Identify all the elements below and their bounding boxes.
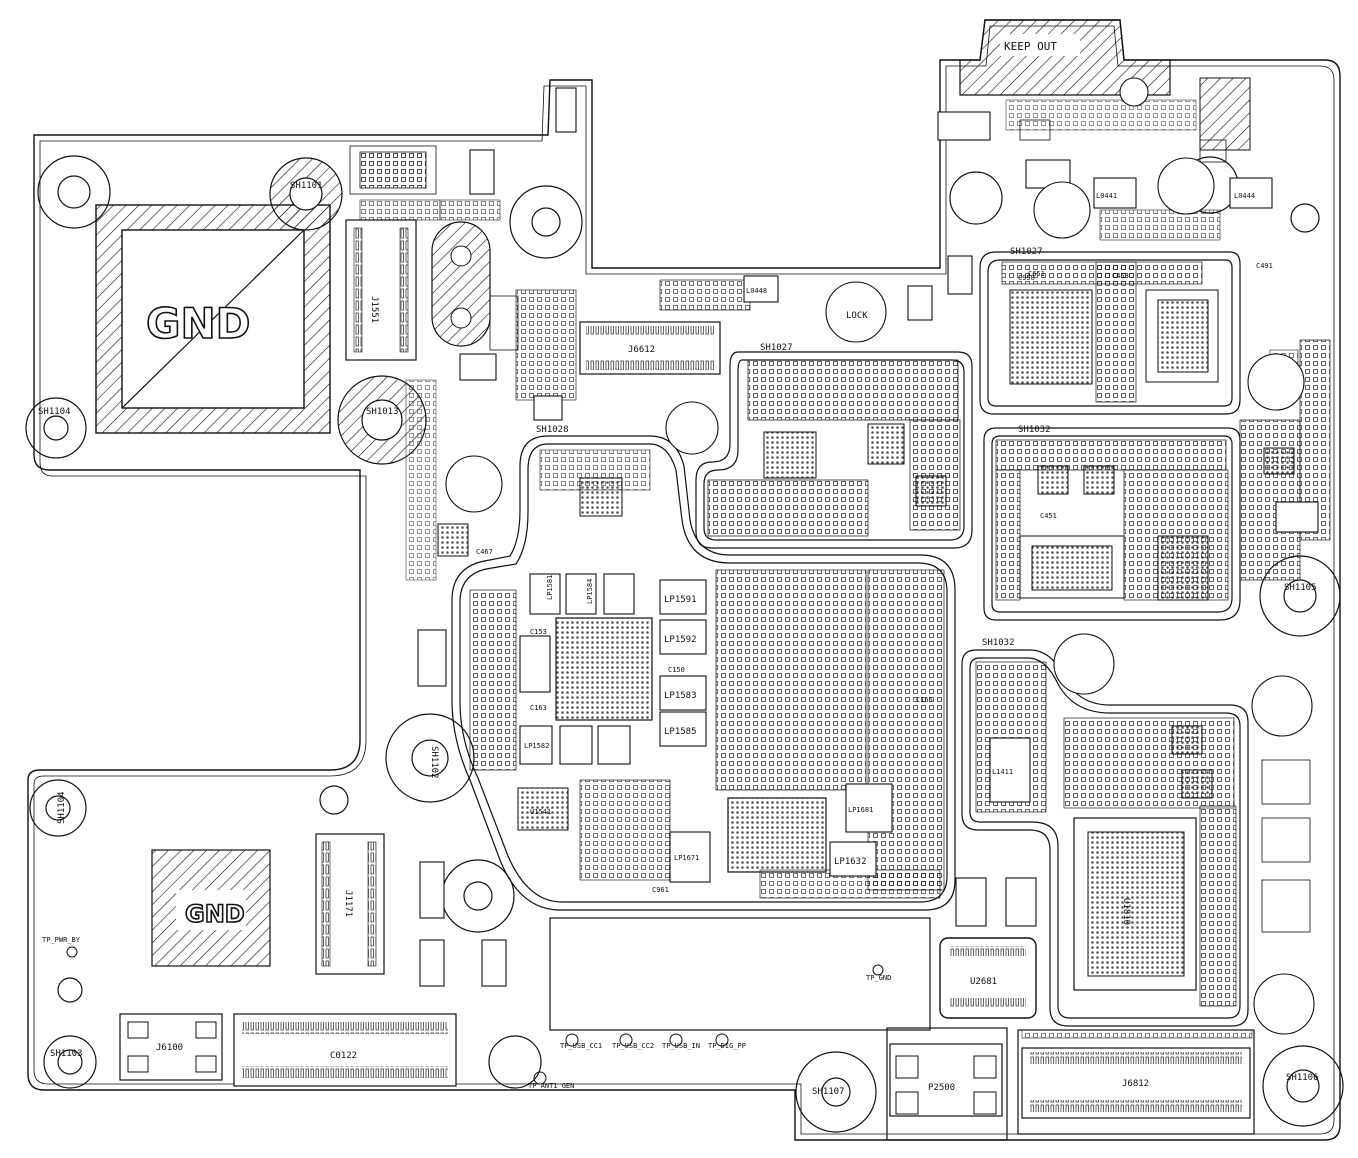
lp1591-label: LP1591 (664, 595, 697, 605)
u1810-label: U1810 (1121, 898, 1131, 925)
c451-label: C451 (1040, 512, 1057, 520)
l0448-label: L0448 (746, 287, 767, 295)
sh1104-label: SH1104 (38, 407, 71, 417)
lp1584-label: LP1584 (586, 579, 594, 604)
j1551-label: J1551 (369, 296, 379, 323)
p2500-label: P2500 (928, 1083, 955, 1093)
sh1105-label: SH1105 (1284, 583, 1317, 593)
j6100-label: J6100 (156, 1043, 183, 1053)
j1171-label: J1171 (343, 890, 353, 917)
tp-gnd-label: TP_GND (866, 974, 891, 982)
c163-label: C163 (530, 704, 547, 712)
c491-label: C491 (1256, 262, 1273, 270)
lp1585-label: LP1585 (664, 727, 697, 737)
shield-labels: SH1101 SH1102 SH1103 SH1104 SH1104 SH110… (38, 181, 1319, 1097)
lp1592-label: LP1592 (664, 635, 697, 645)
lp1671-label: LP1671 (674, 854, 699, 862)
tp-usb-in-label: TP_USB_IN (662, 1042, 700, 1050)
sh1104b-label: SH1104 (57, 791, 67, 824)
round-parts (445, 77, 1315, 1035)
l0444-label: L0444 (1234, 192, 1255, 200)
c453-label: C453 (1112, 272, 1129, 280)
sh1028-label: SH1028 (536, 425, 569, 435)
gnd-label-large: GND (146, 299, 251, 348)
lp1632-label: LP1632 (834, 857, 867, 867)
lock-label: LOCK (846, 311, 868, 321)
sh1027-label: SH1027 (1010, 247, 1043, 257)
j6612-top-label: J6612 (628, 345, 655, 355)
component-labels: LP1591 LP1592 LP1583 LP1585 LP1581 LP158… (476, 192, 1273, 925)
c961-label: C961 (652, 886, 669, 894)
tp-dig-pp-label: TP_DIG_PP (708, 1042, 746, 1050)
c0122-label: C0122 (330, 1051, 357, 1061)
keep-out-label: KEEP OUT (1004, 40, 1057, 53)
sh1013-label: SH1013 (366, 407, 399, 417)
sh1032b-label: SH1032 (982, 638, 1015, 648)
sh1106-label: SH1106 (1286, 1073, 1319, 1083)
mounting-holes (25, 155, 1344, 1133)
c950-label: C950 (1018, 274, 1035, 282)
sh1032-label: SH1032 (1018, 425, 1051, 435)
tp-usb-cc1-label: TP_USB_CC1 (560, 1042, 602, 1050)
sh1101-label: SH1101 (290, 181, 323, 191)
tp-ant-label: TP_ANT1_GEN (528, 1082, 574, 1090)
lp1581-label: LP1581 (546, 575, 554, 600)
lp1583-label: LP1583 (664, 691, 697, 701)
c467-label: C467 (476, 548, 493, 556)
sh1103-label: SH1103 (50, 1049, 83, 1059)
lp1582-label: LP1582 (524, 742, 549, 750)
gnd-label-small: GND (185, 900, 245, 928)
l0441-label: L0441 (1096, 192, 1117, 200)
j6812-label: J6812 (1122, 1079, 1149, 1089)
sh1027b-label: SH1027 (760, 343, 793, 353)
board-outline (27, 19, 1341, 1141)
c150-label: C150 (668, 666, 685, 674)
connectors: J1551 J6612 J6812 J1171 J6100 C0122 P250… (119, 219, 1251, 1119)
shield-cans (451, 251, 1255, 1141)
inductor-blocks (417, 87, 1319, 987)
u1541-label: U1541 (530, 808, 551, 816)
tp-pwr-label: TP_PWR_BY (42, 936, 81, 944)
c153-label: C153 (530, 628, 547, 636)
sh1107-label: SH1107 (812, 1087, 845, 1097)
lp1681-label: LP1681 (848, 806, 873, 814)
passive-fields (359, 99, 1331, 1039)
sh1102-label: SH1102 (429, 746, 439, 779)
u2681-label: U2681 (970, 977, 997, 987)
c165-label: C165 (916, 696, 933, 704)
test-points: TP_PWR_BY TP_GND TP_USB_CC1 TP_USB_CC2 T… (42, 311, 891, 1090)
l1411-label: L1411 (992, 768, 1013, 776)
c651-label: C651 (1028, 270, 1045, 278)
tp-usb-cc2-label: TP_USB_CC2 (612, 1042, 654, 1050)
